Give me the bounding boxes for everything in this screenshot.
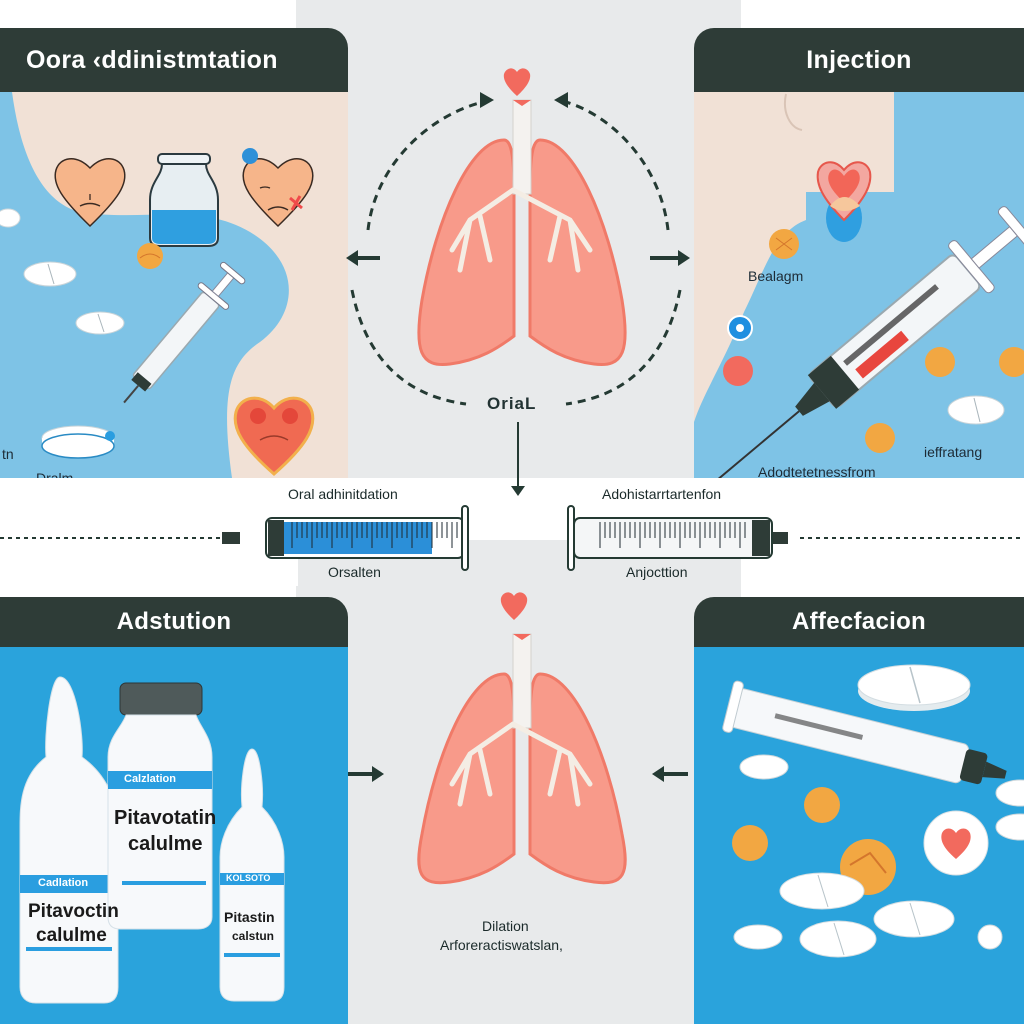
panel-title: Adstution (0, 597, 348, 647)
pill-icon (799, 920, 877, 958)
syringe-icon (722, 680, 1007, 785)
blue-background-shape (0, 92, 289, 478)
pill-icon (857, 664, 971, 711)
center-top-label: OriaL (487, 394, 537, 413)
arrow-icon (554, 92, 568, 108)
bottle-3-name-2: calstun (232, 929, 275, 943)
bottle-1-name-1: Pitavoctin (28, 901, 119, 922)
pill-icon (995, 813, 1024, 841)
syringe-right-icon (567, 505, 788, 571)
pills-scene (722, 664, 1024, 958)
syringe-left-icon (222, 505, 469, 571)
right-syringe-top-label: Adohistarrtartenfon (602, 486, 722, 502)
panel-body (694, 647, 1024, 1024)
heart-icon (816, 161, 872, 222)
bealagm-label: Bealagm (748, 268, 804, 284)
heart-face-neutral-icon (54, 158, 126, 228)
bottle-2-name-2: calulme (128, 833, 203, 855)
panel-body: tn Dralm (0, 92, 348, 478)
bottle-2-band: Calzlation (124, 773, 176, 785)
arrow-left-icon (652, 766, 688, 782)
bottle-1-name-2: calulme (36, 925, 107, 946)
panel-oral-administration: Oora ‹ddinistmtation (0, 28, 348, 478)
arrow-right-icon (348, 766, 384, 782)
dashed-arc-bottom-right (565, 289, 682, 406)
injection-scene (694, 92, 1024, 478)
heart-icon (503, 68, 531, 96)
heart-face-red-icon (233, 396, 315, 476)
dashed-arc-bottom-left (350, 289, 467, 406)
center-top-diagram (346, 68, 690, 406)
bottle-icon (219, 748, 285, 1002)
pill-icon (779, 872, 865, 910)
panel-bottles: Adstution Cadlation Pitavo (0, 597, 348, 1024)
syringe-ticks (599, 522, 746, 548)
pill-icon (873, 900, 955, 938)
pill-icon (0, 208, 21, 228)
center-bottom-label-2: Arforeractiswatslan, (440, 937, 563, 953)
orange-pill-icon (137, 243, 163, 269)
pill-icon (733, 924, 783, 950)
orange-pill-icon (732, 825, 768, 861)
panel-title: Affecfacion (694, 597, 1024, 647)
tablet-icon (41, 425, 115, 459)
bottles-scene (19, 676, 285, 1004)
pill-icon (23, 261, 77, 287)
panel-affection: Affecfacion (694, 597, 1024, 1024)
left-syringe-top-label: Oral adhinitdation (288, 486, 398, 502)
bottom-label: Adodtetetnessfrom (758, 464, 876, 478)
pill-icon (995, 779, 1024, 807)
panel-title: Injection (694, 28, 1024, 92)
bottle-icon (107, 682, 213, 930)
middle-syringes (0, 505, 1024, 571)
center-bottom-label-1: Dilation (482, 918, 529, 934)
arrow-left-icon (346, 250, 380, 266)
side-label: ieffratang (924, 444, 983, 460)
pill-icon (75, 311, 125, 335)
heart-face-sad-icon (242, 148, 314, 228)
orange-pill-icon (925, 347, 955, 377)
arrow-down-icon (511, 422, 525, 496)
arrow-right-icon (650, 250, 690, 266)
arrow-icon (480, 92, 494, 108)
bottle-icon (19, 676, 119, 1004)
heart-pill-icon (923, 810, 989, 876)
jar-icon (149, 153, 219, 247)
orange-pill-icon (865, 423, 895, 453)
syringe-ticks (291, 522, 458, 548)
oral-scene (0, 92, 348, 478)
red-pill-icon (723, 356, 753, 386)
syringe-icon (123, 261, 246, 404)
lungs-icon (417, 633, 627, 885)
bottle-3-name-1: Pitastin (224, 909, 275, 925)
heart-icon (500, 592, 528, 620)
bottle-1-band: Cadlation (38, 877, 89, 889)
center-bottom-diagram (348, 592, 688, 885)
orange-pill-icon (999, 347, 1024, 377)
orange-pill-icon (804, 787, 840, 823)
pill-icon (739, 754, 789, 780)
panel-body: Cadlation Pitavoctin calulme Calzlation … (0, 647, 348, 1024)
bottle-2-name-1: Pitavotatin (114, 807, 217, 829)
panel-body: Bealagm ieffratang Adodtetetnessfrom (694, 92, 1024, 478)
panel-title: Oora ‹ddinistmtation (0, 28, 348, 92)
pill-icon (947, 395, 1005, 425)
small-pill-icon (977, 924, 1003, 950)
lungs-icon (417, 99, 627, 367)
dralm-label: Dralm (36, 470, 74, 478)
bottle-3-band: KOLSOTO (226, 873, 271, 883)
left-syringe-bottom-label: Orsalten (328, 564, 381, 580)
panel-injection: Injection (694, 28, 1024, 478)
edge-label: tn (2, 446, 14, 462)
right-syringe-bottom-label: Anjocttion (626, 564, 688, 580)
syringe-icon (706, 206, 1024, 478)
dashed-arc-top-left (366, 98, 493, 231)
